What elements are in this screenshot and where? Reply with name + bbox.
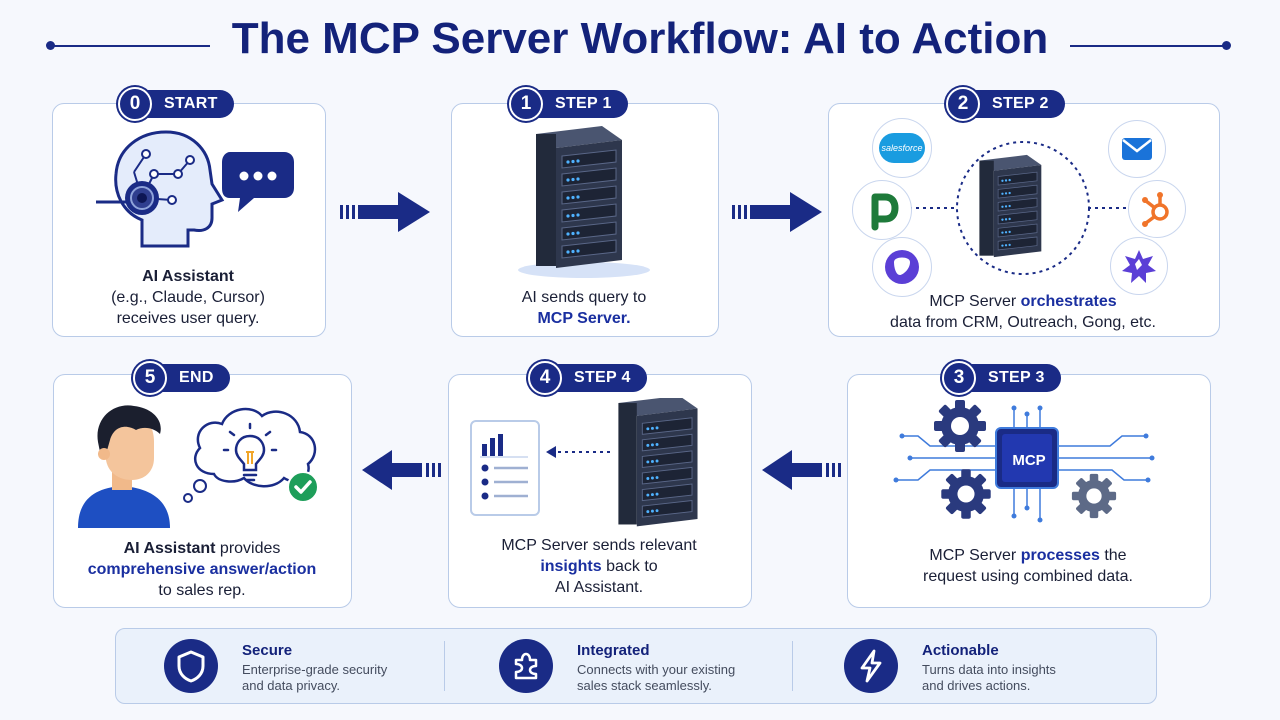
badge-start: 0 START — [118, 87, 234, 121]
divider — [792, 641, 793, 691]
idea-cloud-illustration — [183, 407, 317, 503]
pipedrive-logo — [852, 180, 912, 240]
caption-step-3-line2: request using combined data. — [923, 568, 1133, 585]
gong-logo — [1110, 237, 1168, 295]
feature-desc-line2: sales stack seamlessly. — [577, 678, 712, 693]
badge-number: 0 — [118, 87, 152, 121]
caption-step-4-line2a: insights — [540, 558, 602, 575]
title-dot-right — [1222, 41, 1231, 50]
title-rule-left — [50, 45, 210, 47]
flow-arrow-left — [362, 450, 441, 490]
caption-step-1-line2: MCP Server. — [537, 310, 631, 327]
caption-step-1-line1: AI sends query to — [521, 289, 647, 306]
server-icon — [518, 125, 650, 278]
caption-step-4-line2b: back to — [601, 558, 658, 575]
caption-step-4-line3: AI Assistant. — [554, 579, 644, 596]
badge-step-1: 1 STEP 1 — [509, 87, 628, 121]
badge-step-2: 2 STEP 2 — [946, 87, 1065, 121]
feature-desc-line1: Turns data into insights — [922, 662, 1056, 677]
salesforce-logo: salesforce — [872, 118, 932, 178]
hubspot-logo — [1128, 180, 1186, 238]
chat-bubble-icon — [222, 152, 294, 212]
gong-burst-icon — [1122, 250, 1156, 283]
caption-step-4: MCP Server sends relevant insights back … — [456, 535, 742, 598]
feature-desc-line1: Enterprise-grade security — [242, 662, 388, 677]
caption-step-2: MCP Server orchestrates data from CRM, O… — [836, 291, 1210, 333]
divider — [444, 641, 445, 691]
caption-start: AI Assistant (e.g., Claude, Cursor) rece… — [60, 266, 316, 329]
feature-title: Secure — [242, 642, 293, 659]
envelope-icon — [1122, 138, 1152, 160]
badge-label: STEP 4 — [574, 369, 631, 386]
page-title: The MCP Server Workflow: AI to Action — [231, 14, 1049, 63]
caption-start-line1: AI Assistant — [142, 268, 234, 285]
badge-number: 2 — [946, 87, 980, 121]
caption-step-3-line1a: MCP Server — [929, 547, 1021, 564]
caption-step-3-line1c: the — [1099, 547, 1127, 564]
badge-step-4: 4 STEP 4 — [528, 361, 647, 395]
caption-end-line3: to sales rep. — [158, 582, 246, 599]
email-logo — [1108, 120, 1166, 178]
outreach-logo — [872, 237, 932, 297]
badge-label: STEP 3 — [988, 369, 1045, 386]
caption-start-line2: (e.g., Claude, Cursor) — [111, 289, 265, 306]
insights-report-icon — [470, 420, 540, 516]
feature-title: Integrated — [577, 642, 650, 659]
outreach-icon — [885, 250, 919, 284]
title-rule-right — [1070, 45, 1230, 47]
feature-desc-line2: and data privacy. — [242, 678, 341, 693]
badge-label: STEP 1 — [555, 95, 612, 112]
caption-end: AI Assistant provides comprehensive answ… — [62, 538, 342, 601]
badge-step-3: 3 STEP 3 — [942, 361, 1061, 395]
caption-end-line1a: AI Assistant — [123, 540, 216, 557]
badge-label: END — [179, 369, 214, 386]
sales-rep-avatar — [78, 405, 170, 528]
caption-step-2-line1a: MCP Server — [929, 293, 1021, 310]
lightning-icon — [844, 639, 898, 693]
puzzle-icon — [499, 639, 553, 693]
title-dot-left — [46, 41, 55, 50]
mcp-chip-label: MCP — [1012, 452, 1046, 469]
processing-circuit-illustration — [893, 400, 1155, 523]
caption-step-4-line1: MCP Server sends relevant — [501, 537, 697, 554]
shield-icon — [164, 639, 218, 693]
server-icon — [617, 398, 698, 527]
caption-step-3-line1b: processes — [1020, 547, 1100, 564]
badge-label: START — [164, 95, 218, 112]
caption-end-line1b: provides — [215, 540, 281, 557]
badge-number: 4 — [528, 361, 562, 395]
feature-desc-line2: and drives actions. — [922, 678, 1031, 693]
dashed-arrow-left — [546, 446, 614, 458]
badge-number: 3 — [942, 361, 976, 395]
badge-label: STEP 2 — [992, 95, 1049, 112]
feature-title: Actionable — [922, 642, 999, 659]
flow-arrow-left — [762, 450, 841, 490]
salesforce-wordmark: salesforce — [879, 133, 925, 163]
caption-step-2-line2: data from CRM, Outreach, Gong, etc. — [890, 314, 1156, 331]
caption-step-3: MCP Server processes the request using c… — [856, 545, 1200, 587]
caption-step-2-line1b: orchestrates — [1020, 293, 1117, 310]
feature-desc-line1: Connects with your existing — [577, 662, 736, 677]
hubspot-icon — [1142, 192, 1169, 227]
caption-start-line3: receives user query. — [116, 310, 260, 327]
ai-head-illustration — [96, 130, 225, 248]
caption-end-line2: comprehensive answer/action — [87, 561, 317, 578]
flow-arrow-right — [732, 192, 822, 232]
pipedrive-p-icon — [871, 193, 899, 231]
caption-step-1: AI sends query to MCP Server. — [460, 287, 708, 329]
badge-number: 5 — [133, 361, 167, 395]
flow-arrow-right — [340, 192, 430, 232]
checkmark-icon — [287, 471, 319, 503]
badge-end: 5 END — [133, 361, 230, 395]
badge-number: 1 — [509, 87, 543, 121]
